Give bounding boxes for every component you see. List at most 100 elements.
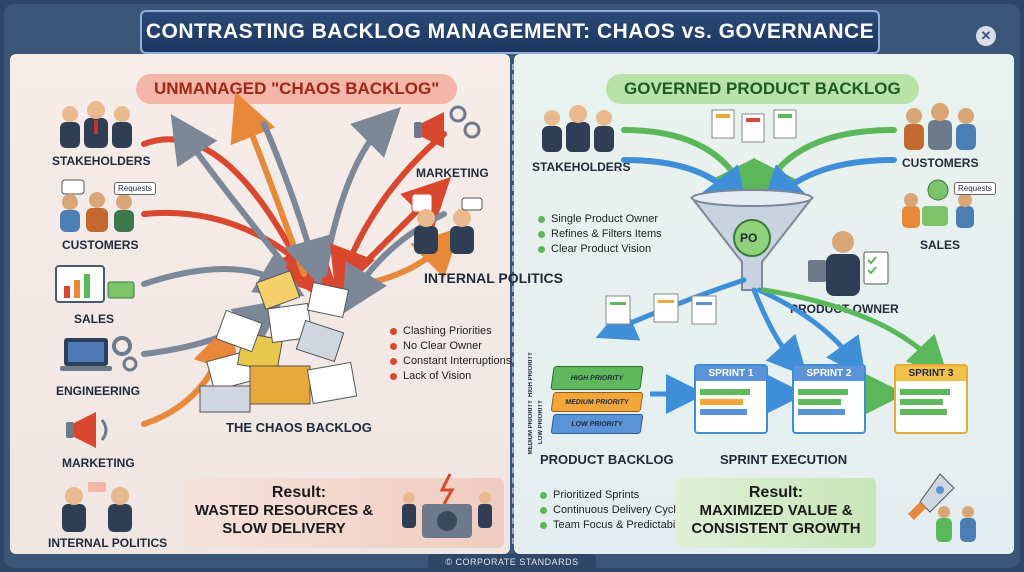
issue-text: Constant Interruptions xyxy=(403,355,512,367)
benefits-list: Prioritized Sprints Continuous Delivery … xyxy=(540,486,689,534)
governed-result-text: MAXIMIZED VALUE & CONSISTENT GROWTH xyxy=(691,502,861,537)
benefit-text: Prioritized Sprints xyxy=(553,489,640,501)
governed-heading: GOVERNED PRODUCT BACKLOG xyxy=(606,74,919,104)
chaos-result-text: WASTED RESOURCES & SLOW DELIVERY xyxy=(194,502,374,537)
chaos-heading: UNMANAGED "CHAOS BACKLOG" xyxy=(136,74,458,104)
bullet-dot xyxy=(540,491,547,499)
sprint-3-title: SPRINT 3 xyxy=(896,366,966,381)
governed-stakeholders-icon xyxy=(542,105,614,152)
priority-medium-text: MEDIUM PRIORITY xyxy=(564,398,630,406)
owner-point: Clear Product Vision xyxy=(538,243,662,255)
owner-point-text: Single Product Owner xyxy=(551,213,658,225)
priority-stack: HIGH PRIORITY MEDIUM PRIORITY LOW PRIORI… xyxy=(550,366,644,434)
owner-point: Refines & Filters Items xyxy=(538,228,662,240)
bullet-dot xyxy=(540,521,547,529)
bullet-dot xyxy=(538,215,545,223)
sprint-flow-arrows xyxy=(650,374,906,414)
customers-people-icon xyxy=(60,179,134,232)
source-label-marketing: MARKETING xyxy=(62,456,135,470)
issue-text: Lack of Vision xyxy=(403,370,472,382)
issue-text: Clashing Priorities xyxy=(403,325,492,337)
sprint-execution-label: SPRINT EXECUTION xyxy=(720,452,848,467)
sprint-card-1: SPRINT 1 xyxy=(694,364,768,434)
priority-layer-high: HIGH PRIORITY xyxy=(550,366,644,390)
governed-sales-label: SALES xyxy=(920,238,961,252)
benefit-text: Continuous Delivery Cycle xyxy=(553,504,682,516)
sprint-2-tasks xyxy=(794,381,864,423)
sprint-2-title: SPRINT 2 xyxy=(794,366,864,381)
owner-point-text: Refines & Filters Items xyxy=(551,228,662,240)
chaos-result-title: Result: xyxy=(271,484,327,501)
bullet-dot xyxy=(390,342,397,350)
rocket-celebration-icon xyxy=(908,473,976,542)
chaos-issues-list: Clashing Priorities No Clear Owner Const… xyxy=(390,322,511,385)
owner-point: Single Product Owner xyxy=(538,213,662,225)
marketing-top-megaphone-icon xyxy=(414,105,481,148)
bullet-dot xyxy=(540,506,547,514)
broken-machine-icon xyxy=(402,473,492,538)
refined-items-docs xyxy=(605,293,717,325)
sprint-1-title: SPRINT 1 xyxy=(696,366,766,381)
requests-tag: Requests xyxy=(114,182,156,195)
benefit-item: Continuous Delivery Cycle xyxy=(540,504,689,516)
bullet-dot xyxy=(538,230,545,238)
axis-low: LOW PRIORITY xyxy=(538,400,544,444)
priority-layer-low: LOW PRIORITY xyxy=(550,414,644,434)
issue-item: Lack of Vision xyxy=(390,370,511,382)
infographic-frame: UNMANAGED "CHAOS BACKLOG" STAKEHOLDERS R… xyxy=(4,4,1020,568)
sprint-3-tasks xyxy=(896,381,966,423)
filter-funnel xyxy=(689,189,815,291)
benefit-item: Prioritized Sprints xyxy=(540,489,689,501)
benefit-text: Team Focus & Predictability xyxy=(553,519,689,531)
engineering-laptop-icon xyxy=(60,336,138,372)
page-title: CONTRASTING BACKLOG MANAGEMENT: CHAOS vs… xyxy=(140,10,880,54)
priority-low-text: LOW PRIORITY xyxy=(570,420,624,428)
issue-item: Clashing Priorities xyxy=(390,325,511,337)
product-owner-badge: PO xyxy=(740,231,758,245)
governed-result-box: Result: MAXIMIZED VALUE & CONSISTENT GRO… xyxy=(676,478,876,548)
bullet-dot xyxy=(390,327,397,335)
sales-chart-icon xyxy=(55,265,135,303)
product-backlog-label: PRODUCT BACKLOG xyxy=(540,452,674,467)
stakeholders-people-icon xyxy=(60,101,132,148)
owner-point-text: Clear Product Vision xyxy=(551,243,652,255)
priority-layer-medium: MEDIUM PRIORITY xyxy=(550,392,644,412)
internal-politics-label: INTERNAL POLITICS xyxy=(424,270,563,286)
governed-stakeholders-label: STAKEHOLDERS xyxy=(532,160,631,174)
owner-points-list: Single Product Owner Refines & Filters I… xyxy=(538,210,662,258)
source-label-engineering: ENGINEERING xyxy=(56,384,141,398)
bullet-dot xyxy=(390,372,397,380)
product-owner-person-icon xyxy=(808,231,889,296)
chaos-backlog-label: THE CHAOS BACKLOG xyxy=(226,420,372,435)
chaos-backlog-pile xyxy=(199,270,358,413)
incoming-request-docs xyxy=(711,109,797,143)
internal-politics-people-icon xyxy=(62,482,132,532)
close-icon[interactable]: ✕ xyxy=(976,26,996,46)
axis-high: HIGH PRIORITY xyxy=(528,352,534,398)
priority-high-text: HIGH PRIORITY xyxy=(570,374,624,382)
benefit-item: Team Focus & Predictability xyxy=(540,519,689,531)
issue-item: No Clear Owner xyxy=(390,340,511,352)
internal-politics-arguing-icon xyxy=(411,193,483,254)
sprint-1-tasks xyxy=(696,381,766,423)
source-label-sales: SALES xyxy=(74,312,115,326)
source-label-customers: CUSTOMERS xyxy=(62,238,139,252)
governed-result-title: Result: xyxy=(748,484,804,501)
panel-divider xyxy=(512,64,514,544)
source-label-internal-politics: INTERNAL POLITICS xyxy=(48,536,168,550)
bullet-dot xyxy=(538,245,545,253)
issue-item: Constant Interruptions xyxy=(390,355,511,367)
issue-text: No Clear Owner xyxy=(403,340,482,352)
sprint-card-2: SPRINT 2 xyxy=(792,364,866,434)
governed-customers-label: CUSTOMERS xyxy=(902,156,979,170)
footer-credit: © CORPORATE STANDARDS xyxy=(428,554,596,570)
bullet-dot xyxy=(390,357,397,365)
governed-sales-icon xyxy=(902,179,974,228)
sprint-card-3: SPRINT 3 xyxy=(894,364,968,434)
source-label-stakeholders: STAKEHOLDERS xyxy=(52,154,151,168)
governed-requests-tag: Requests xyxy=(954,182,996,195)
marketing-megaphone-icon xyxy=(66,412,108,448)
axis-medium: MEDIUM PRIORITY xyxy=(528,400,534,455)
governed-customers-icon xyxy=(904,103,976,150)
marketing-label: MARKETING xyxy=(416,166,489,180)
